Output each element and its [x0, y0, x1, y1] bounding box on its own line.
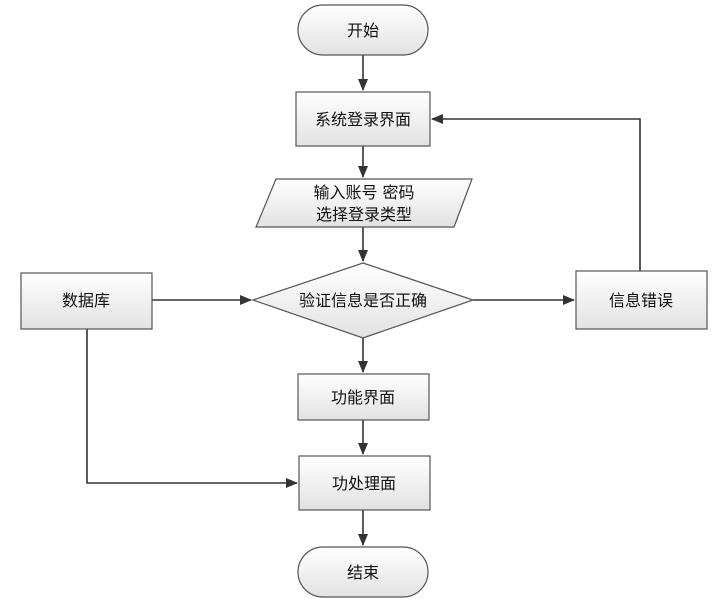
node-function-screen-shape [297, 373, 430, 421]
node-error: 信息错误 [575, 270, 708, 330]
node-database-shape [20, 272, 153, 330]
node-function-screen-label: 功能界面 [331, 388, 395, 407]
node-processing-shape [298, 455, 431, 511]
node-input-shape [255, 178, 473, 228]
node-start: 开始 [297, 4, 429, 56]
node-login-screen-shape [295, 91, 431, 147]
node-input-line1: 输入账号 密码 [313, 183, 414, 202]
node-error-label: 信息错误 [609, 291, 673, 310]
node-error-shape [575, 270, 708, 330]
node-processing: 功处理面 [298, 455, 431, 511]
node-end-shape [297, 546, 429, 598]
node-database: 数据库 [20, 272, 153, 330]
nodes: 开始 系统登录界面 输入账号 密码 选择登录类型 验证信息是否正确 数据 [20, 4, 708, 598]
node-database-label: 数据库 [62, 291, 110, 310]
node-login-screen: 系统登录界面 [295, 91, 431, 147]
node-input: 输入账号 密码 选择登录类型 [255, 178, 473, 228]
node-start-label: 开始 [347, 21, 379, 40]
edge-error-to-login-screen [431, 114, 641, 271]
node-processing-label: 功处理面 [332, 474, 396, 493]
node-end: 结束 [297, 546, 429, 598]
edge-database-to-processing [86, 329, 298, 488]
node-input-line2: 选择登录类型 [316, 205, 412, 224]
node-function-screen: 功能界面 [297, 373, 430, 421]
node-end-label: 结束 [347, 563, 379, 582]
edges [86, 55, 641, 546]
node-verify-shape [251, 262, 475, 339]
node-verify: 验证信息是否正确 [251, 262, 475, 339]
node-login-screen-label: 系统登录界面 [315, 110, 411, 129]
node-verify-label: 验证信息是否正确 [299, 291, 427, 310]
node-start-shape [297, 4, 429, 56]
